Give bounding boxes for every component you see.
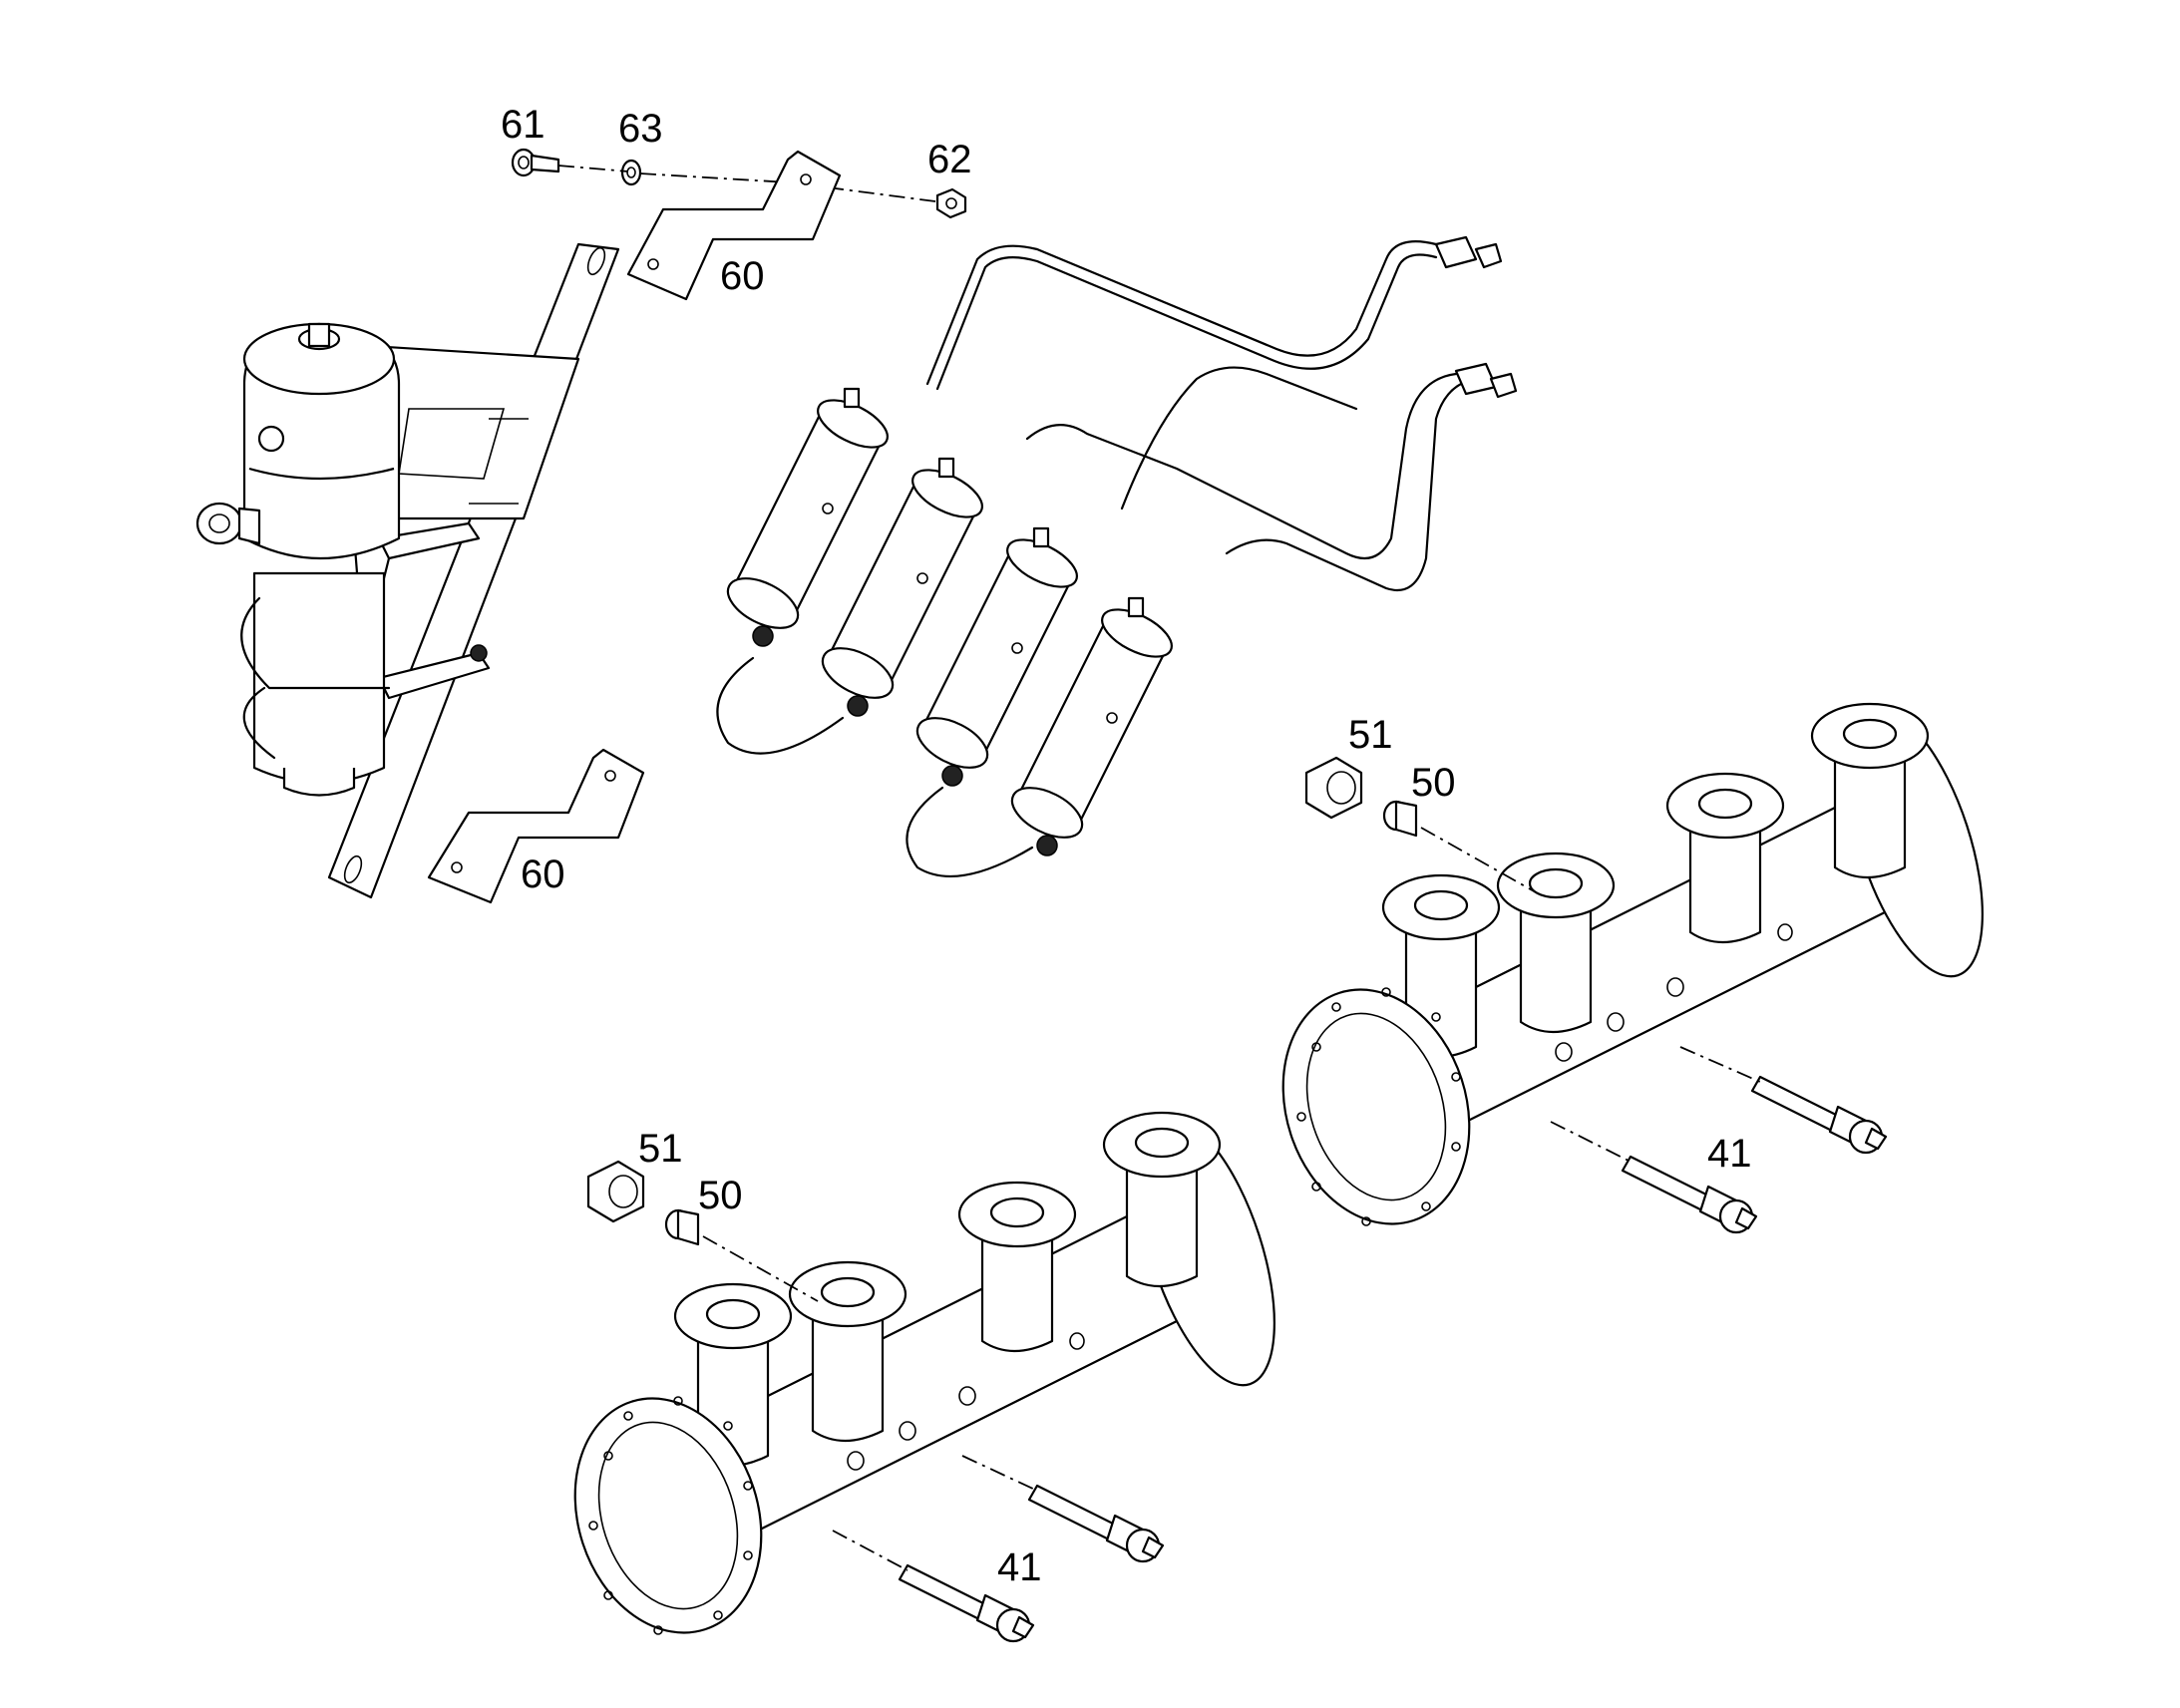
callout-60-top: 60 <box>720 254 765 298</box>
plug-50-lower <box>664 1208 700 1246</box>
callout-51-lower: 51 <box>638 1127 683 1171</box>
callout-61: 61 <box>501 103 545 147</box>
callout-50-lower: 50 <box>698 1174 743 1217</box>
callout-63: 63 <box>618 107 663 151</box>
probe-41-lower-a <box>1027 1484 1165 1563</box>
callout-60-bottom: 60 <box>521 853 565 896</box>
nut-51-right <box>1304 756 1363 820</box>
probe-41-right-a <box>1750 1075 1888 1155</box>
bolt-61 <box>511 148 560 177</box>
accumulator-assembly <box>195 242 620 899</box>
callout-41-right: 41 <box>1707 1132 1752 1176</box>
callout-62: 62 <box>927 138 972 181</box>
plug-50-right <box>1382 800 1418 838</box>
callout-51-right: 51 <box>1348 713 1393 757</box>
washer-63 <box>620 159 642 186</box>
filter-bank <box>716 235 1518 877</box>
callout-50-right: 50 <box>1411 761 1456 805</box>
bracket-60-bottom <box>427 748 645 904</box>
bracket-60-top <box>626 150 842 301</box>
callout-41-lower: 41 <box>997 1545 1042 1589</box>
nut-51-lower <box>586 1160 645 1223</box>
nut-62 <box>935 187 967 219</box>
